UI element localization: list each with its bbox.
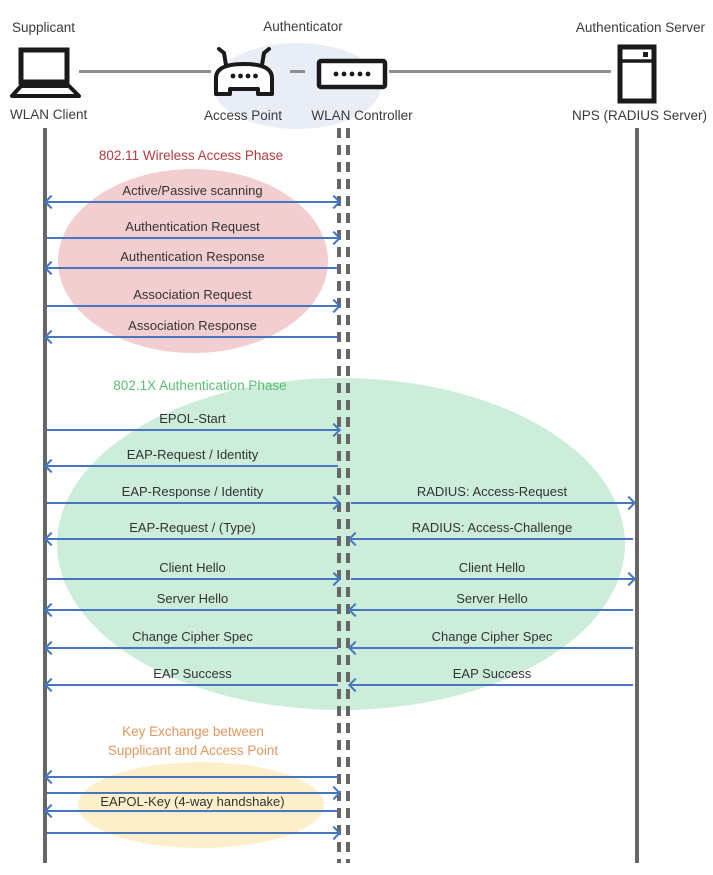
access-point-icon [210, 44, 278, 107]
message-label: Client Hello [458, 560, 526, 575]
message-arrow-left [43, 770, 338, 785]
message-arrow-right [47, 299, 342, 314]
message-arrow-left [347, 603, 633, 618]
role-supplicant: Supplicant [12, 20, 76, 35]
phase2-ellipse [57, 378, 625, 710]
authenticator-lifeline-1 [337, 128, 341, 863]
device-label-nps: NPS (RADIUS Server) [571, 108, 707, 123]
link-controller-server [389, 70, 611, 73]
message-arrow-left [347, 532, 633, 547]
message-label: Client Hello [159, 560, 226, 575]
role-authentication-server: Authentication Server [575, 20, 705, 35]
message-arrow-right [47, 826, 342, 841]
message-arrow-right [47, 572, 342, 587]
message-arrow-right [47, 231, 342, 246]
message-arrow-left [43, 678, 338, 693]
message-label: RADIUS: Access-Challenge [411, 520, 573, 535]
authenticator-lifeline-2 [346, 128, 350, 863]
link-client-ap [79, 70, 211, 73]
message-label: EPOL-Start [159, 411, 226, 426]
message-label: Association Response [128, 318, 257, 333]
server-icon [616, 44, 660, 109]
message-arrow-left [43, 603, 338, 618]
message-arrow-left [43, 641, 338, 656]
message-label: EAP-Request / (Type) [129, 520, 256, 535]
message-arrow-both [43, 195, 342, 210]
device-label-access-point: Access Point [203, 108, 283, 123]
phase3-title: Key Exchange between Supplicant and Acce… [107, 724, 279, 758]
phase1-title: 802.11 Wireless Access Phase [98, 148, 284, 163]
message-arrow-left [43, 459, 338, 474]
message-label: Change Cipher Spec [132, 629, 253, 644]
message-label: EAP Success [452, 666, 532, 681]
message-label: Authentication Response [120, 249, 265, 264]
message-label: Server Hello [156, 591, 229, 606]
link-ap-controller [290, 70, 305, 73]
radius-server-lifeline [635, 128, 639, 863]
laptop-icon [9, 46, 81, 107]
message-arrow-left [43, 261, 338, 276]
supplicant-lifeline [43, 128, 47, 863]
phase2-title: 802.1X Authentication Phase [113, 378, 287, 393]
message-label: Server Hello [456, 591, 528, 606]
message-arrow-left [347, 641, 633, 656]
device-label-wlan-controller: WLAN Controller [311, 108, 413, 123]
message-label: EAP-Response / Identity [121, 484, 264, 499]
message-arrow-right [47, 423, 342, 438]
device-label-wlan-client: WLAN Client [10, 107, 88, 122]
message-arrow-left [347, 678, 633, 693]
message-label: EAP Success [153, 666, 232, 681]
message-arrow-left [43, 330, 338, 345]
message-label: Active/Passive scanning [122, 183, 263, 198]
phase1-ellipse [58, 169, 328, 353]
wlan-controller-icon [316, 58, 388, 97]
message-label: EAPOL-Key (4-way handshake) [100, 794, 285, 809]
message-arrow-right [47, 786, 342, 801]
message-arrow-right [47, 496, 342, 511]
message-label: Association Request [133, 287, 252, 302]
message-label: Change Cipher Spec [431, 629, 553, 644]
message-arrow-left [43, 532, 338, 547]
message-label: EAP-Request / Identity [126, 447, 259, 462]
message-arrow-right [351, 496, 637, 511]
role-authenticator: Authenticator [263, 19, 343, 34]
message-arrow-left [43, 804, 338, 819]
message-label: Authentication Request [125, 219, 260, 234]
message-label: RADIUS: Access-Request [416, 484, 568, 499]
message-arrow-right [351, 572, 637, 587]
